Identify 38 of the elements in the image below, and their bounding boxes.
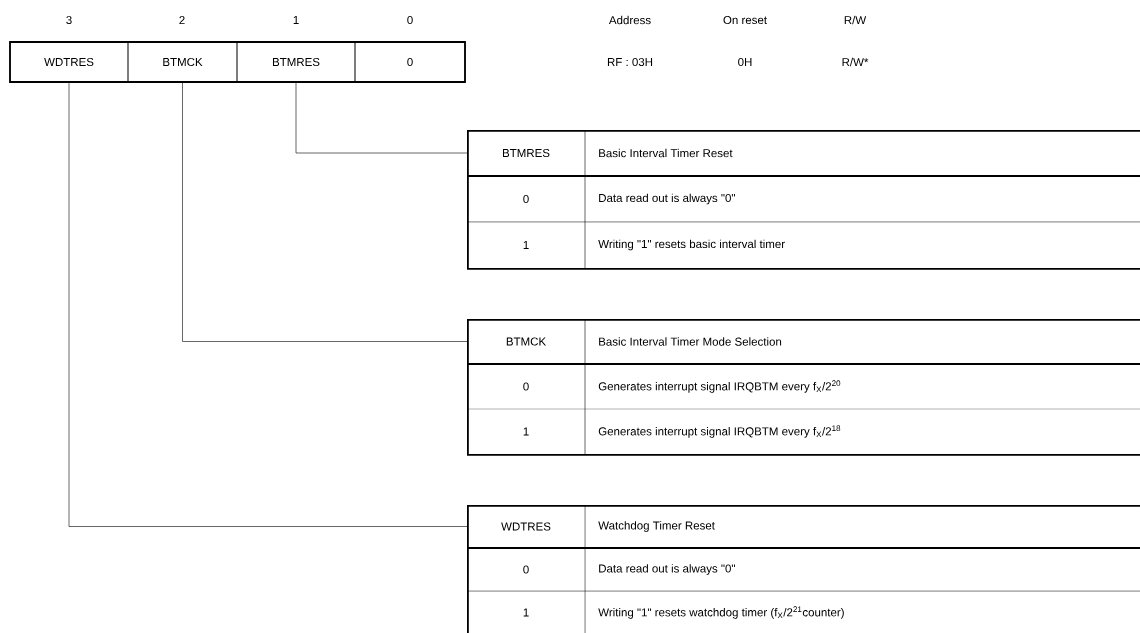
table-cell: 0 <box>523 565 529 574</box>
bit-number: 3 <box>66 15 72 25</box>
column-heading: On reset <box>723 15 767 25</box>
table-cell: 1 <box>523 427 529 436</box>
leader-line <box>182 82 468 342</box>
register-value: RF : 03H <box>607 57 653 67</box>
table-cell: Data read out is always "0" <box>599 193 735 205</box>
leader-line <box>68 82 468 527</box>
table-cell: Generates interrupt signal IRQBTM every f$_{X}$/2$^{18}$ <box>598 425 841 438</box>
table-cell: BTMCK <box>506 337 546 346</box>
register-value: R/W* <box>842 57 869 67</box>
table-cell: WDTRES <box>501 522 551 531</box>
table-cell: Data read out is always "0" <box>599 564 735 575</box>
table-cell: 1 <box>523 608 529 617</box>
table-cell: Writing "1" resets basic interval timer <box>598 239 785 251</box>
bit-table <box>466 318 1140 456</box>
register-value: 0H <box>738 57 752 67</box>
bit-table <box>466 504 1140 633</box>
bit-table <box>466 129 1140 270</box>
bit-number: 2 <box>179 16 185 24</box>
table-cell: Watchdog Timer Reset <box>598 521 715 532</box>
bit-number: 0 <box>407 15 413 25</box>
table-cell: 1 <box>523 241 529 249</box>
bit-number: 1 <box>293 16 299 24</box>
table-cell: 0 <box>523 194 529 204</box>
table-cell: BTMRES <box>503 148 550 158</box>
table-cell: Writing "1" resets watchdog timer (f$_{X}$/2$^{21}$counter) <box>598 606 844 619</box>
table-cell: Basic Interval Timer Mode Selection <box>599 337 782 346</box>
table-cell: 0 <box>523 382 529 391</box>
table-cell: Generates interrupt signal IRQBTM every f$_{X}$/2$^{20}$ <box>598 380 841 393</box>
bit-field-cell: BTMCK <box>127 41 238 83</box>
table-cell: Basic Interval Timer Reset <box>599 148 733 158</box>
column-heading: R/W <box>844 15 867 25</box>
leader-line <box>295 82 468 154</box>
node-label: WDTRES <box>44 57 94 67</box>
bit-field-cell: BTMRES <box>236 41 356 83</box>
bit-field-cell: 0 <box>354 41 466 83</box>
column-heading: Address <box>608 15 651 25</box>
